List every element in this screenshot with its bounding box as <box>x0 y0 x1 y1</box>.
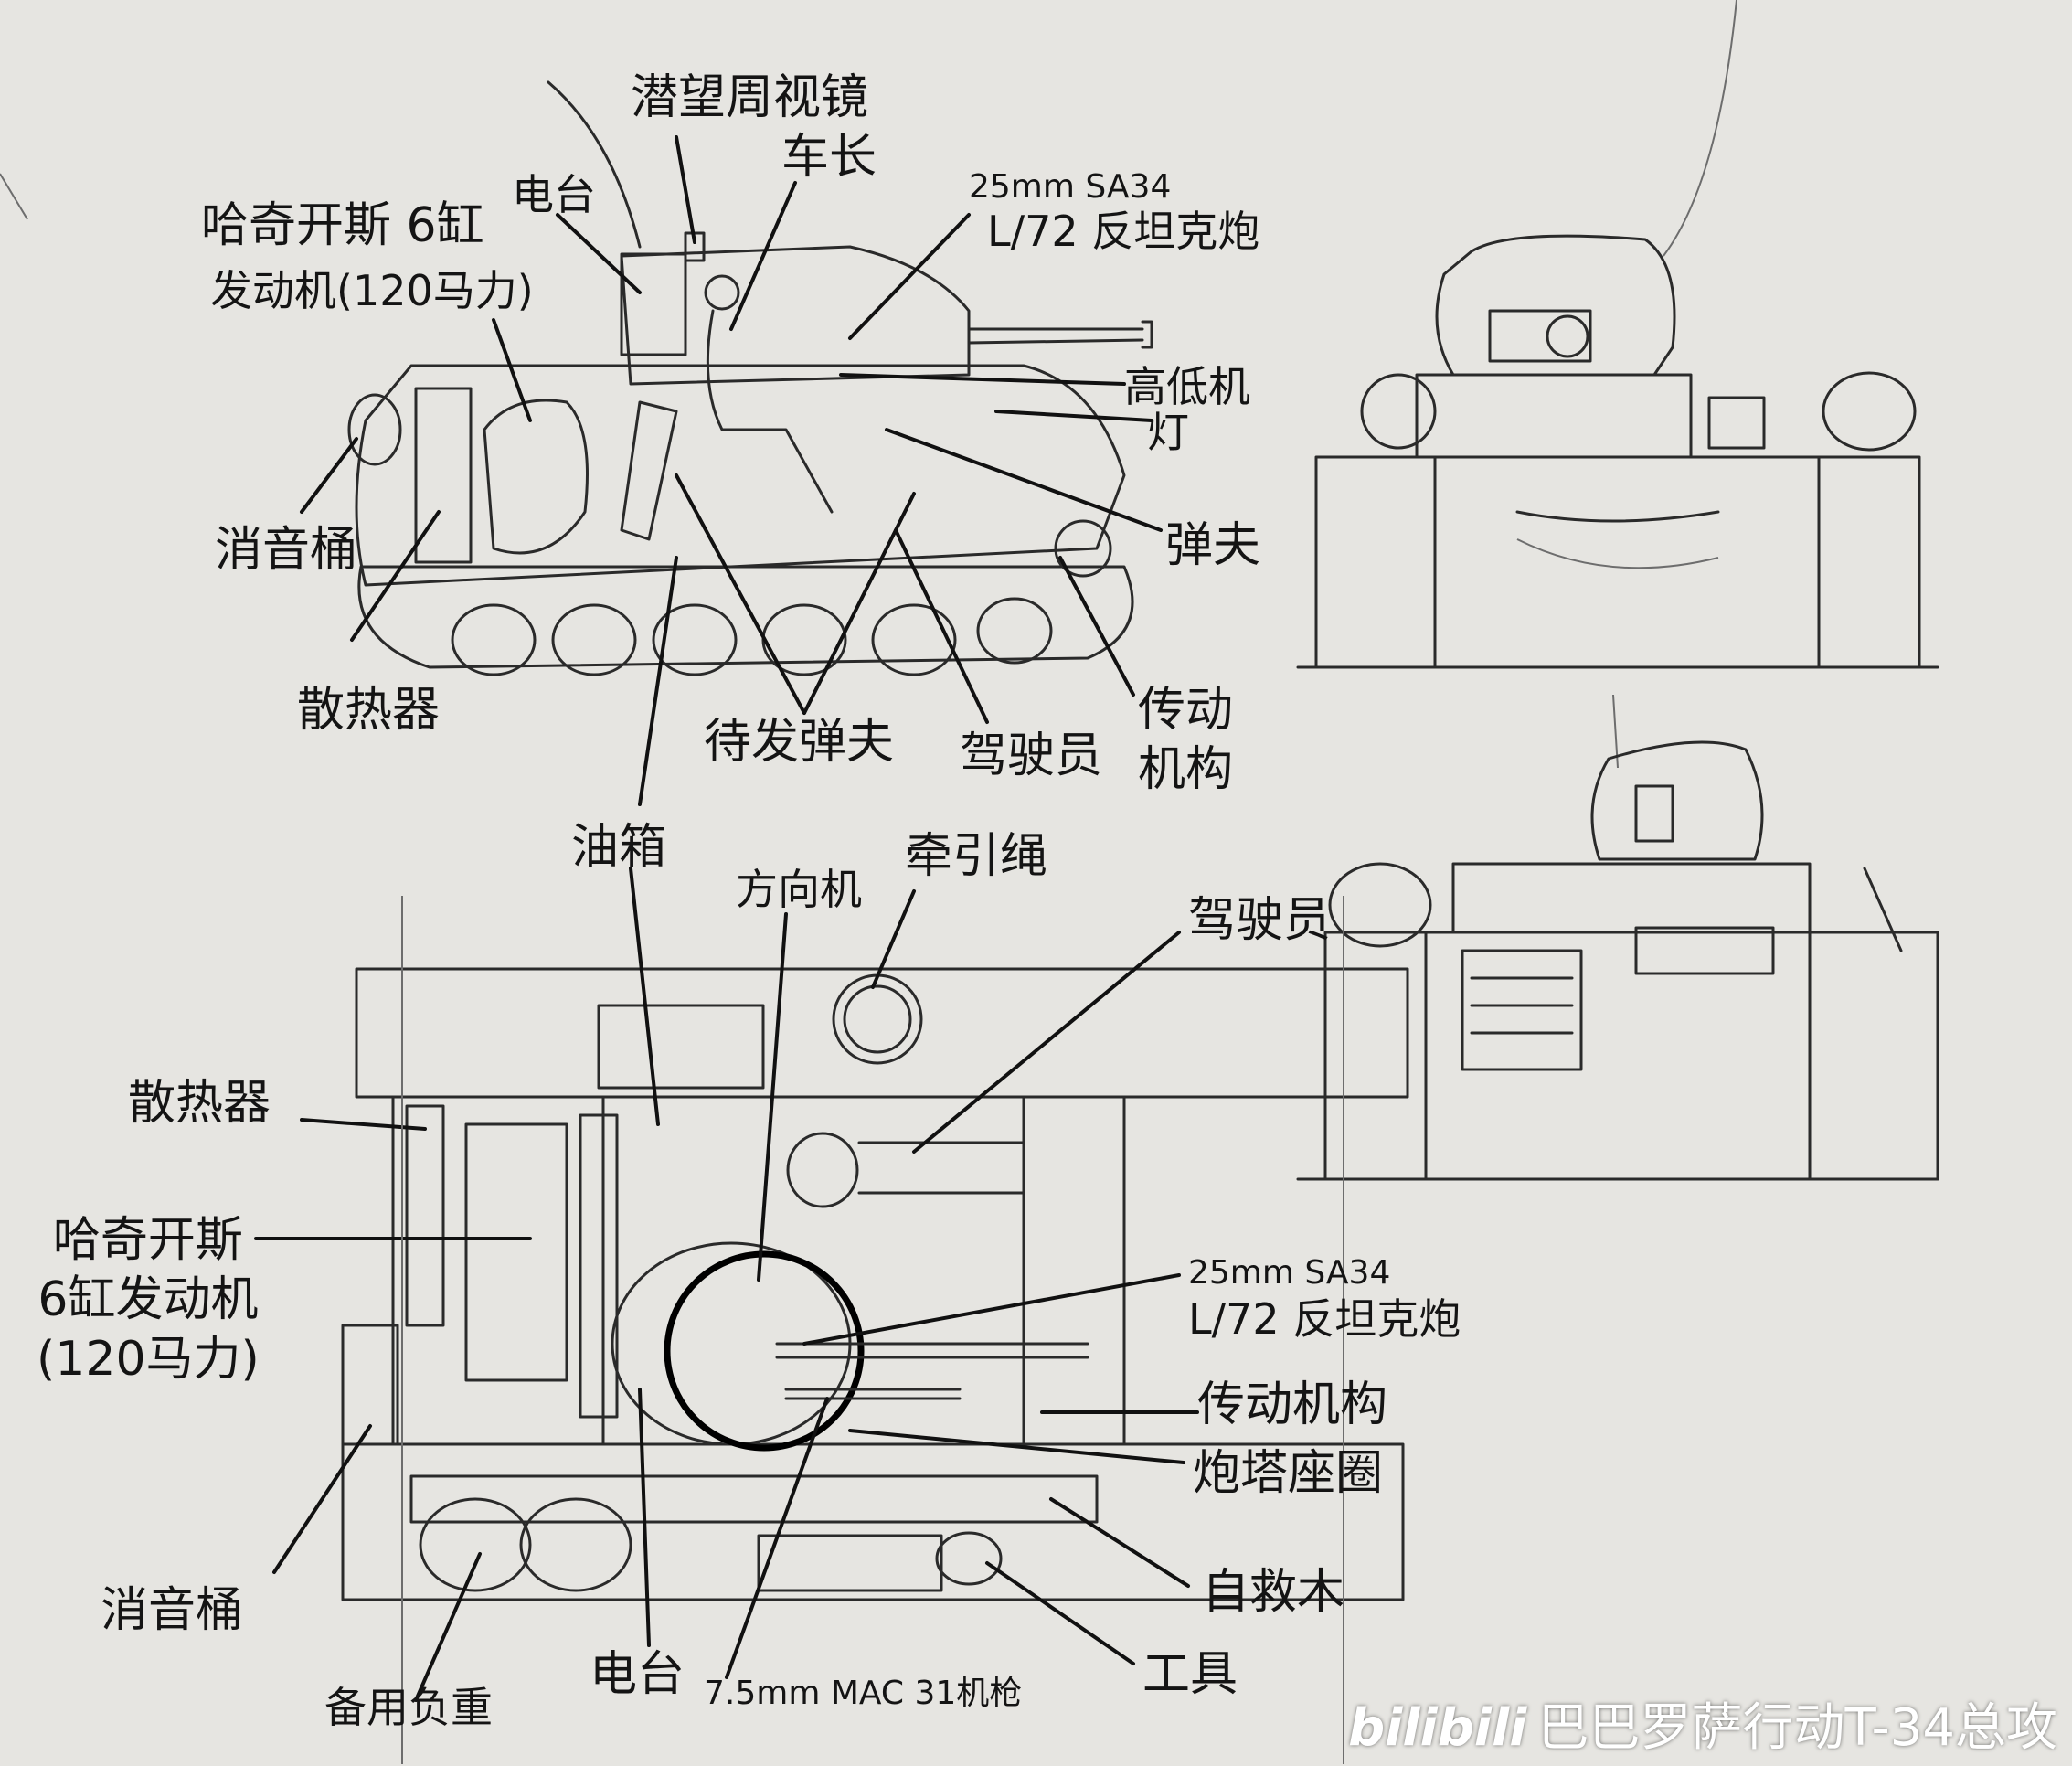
label-loader: 弹夫 <box>1165 518 1261 573</box>
label-radiator-side: 散热器 <box>297 683 441 738</box>
label-muffler-side: 消音桶 <box>215 523 358 578</box>
label-commander: 车长 <box>781 130 877 185</box>
label-periscope: 潜望周视镜 <box>631 70 869 125</box>
label-fuel-tank: 油箱 <box>571 820 667 875</box>
top-view-tank <box>254 867 1409 1702</box>
label-machine-gun: 7.5mm MAC 31机枪 <box>704 1675 1023 1712</box>
label-reserve-loader: 待发弹夫 <box>704 715 895 770</box>
label-driver-side: 驾驶员 <box>960 729 1103 783</box>
label-gun-top-line1: 25mm SA34 <box>1188 1254 1391 1292</box>
label-tools: 工具 <box>1142 1647 1238 1702</box>
label-muffler-top: 消音桶 <box>101 1583 244 1638</box>
label-transmission-side: 传动 机构 <box>1138 683 1234 797</box>
label-radio-side: 电台 <box>512 170 596 219</box>
label-driver-top: 驾驶员 <box>1188 893 1332 948</box>
rear-view-tank <box>1296 694 1939 1181</box>
label-engine-side-line2: 发动机(120马力) <box>210 266 534 315</box>
bilibili-logo: bilibili <box>1348 1698 1527 1758</box>
side-view-tank <box>300 80 1163 806</box>
watermark-text: 巴巴罗萨行动T-34总攻 <box>1537 1698 2057 1758</box>
label-unditching-beam: 自救木 <box>1202 1565 1345 1620</box>
label-tow-rope: 牵引绳 <box>905 829 1048 884</box>
label-gun-side-line1: 25mm SA34 <box>969 168 1172 206</box>
label-elevation: 高低机 <box>1124 362 1250 411</box>
label-spare-wheels: 备用负重 <box>324 1683 493 1732</box>
label-transmission-top: 传动机构 <box>1197 1378 1388 1432</box>
label-turret-ring: 炮塔座圈 <box>1193 1446 1384 1501</box>
label-engine-side-line1: 哈奇开斯 6缸 <box>201 198 484 253</box>
label-lamp: 灯 <box>1147 408 1189 457</box>
label-radiator-top: 散热器 <box>128 1076 271 1131</box>
label-traverse: 方向机 <box>736 865 862 914</box>
label-engine-top: 哈奇开斯 6缸发动机 (120马力) <box>37 1213 260 1387</box>
label-gun-side-line2: L/72 反坦克炮 <box>987 207 1260 256</box>
front-view-tank <box>1296 0 1939 669</box>
label-radio-top: 电台 <box>590 1647 685 1702</box>
label-gun-top-line2: L/72 反坦克炮 <box>1188 1294 1461 1344</box>
